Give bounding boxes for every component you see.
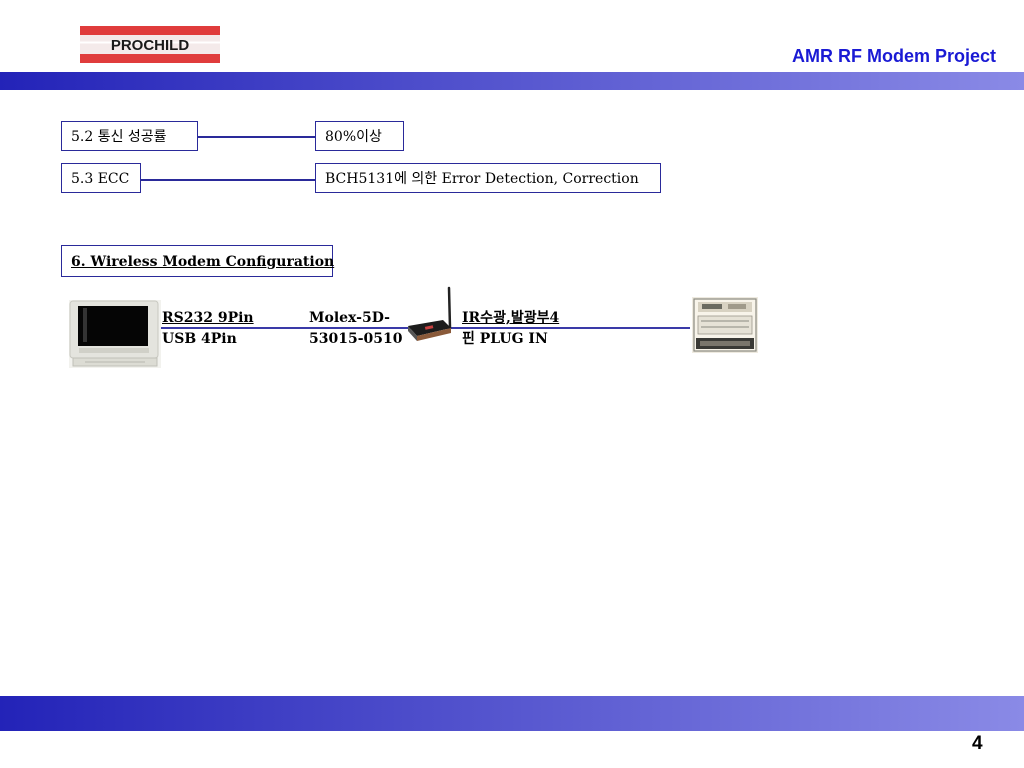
connector-label-ir: IR수광,발광부4 핀 PLUG IN [462, 308, 559, 350]
connector-label-line: IR수광,발광부4 [462, 310, 560, 326]
connector-label-line: 53015-0510 [309, 331, 403, 347]
connector-label-line: Molex-5D- [309, 310, 390, 326]
connector-label-line: USB 4Pin [162, 331, 237, 347]
logo-text: PROCHILD [111, 37, 190, 54]
header-band [0, 72, 1024, 90]
connector-line [141, 179, 315, 181]
page-number: 4 [972, 733, 983, 754]
spec-label-success-rate: 5.2 통신 성공률 [61, 121, 198, 151]
spec-value-success-rate: 80%이상 [315, 121, 404, 151]
connector-line [198, 136, 315, 138]
spec-value-ecc: BCH5131에 의한 Error Detection, Correction [315, 163, 661, 193]
footer-band [0, 696, 1024, 731]
section-heading: 6. Wireless Modem Configuration [61, 245, 334, 277]
connector-label-line: RS232 9Pin [162, 310, 254, 326]
prochild-logo: PROCHILD [80, 26, 220, 63]
connector-label-molex: Molex-5D- 53015-0510 [309, 308, 402, 350]
electricity-meter-icon [692, 297, 758, 353]
spec-label-ecc: 5.3 ECC [61, 163, 141, 193]
presentation-title: AMR RF Modem Project [791, 46, 996, 66]
computer-monitor-icon [69, 300, 161, 368]
connector-label-line: 핀 PLUG IN [462, 331, 548, 347]
rf-modem-antenna-icon [408, 286, 452, 341]
connector-label-pc: RS232 9Pin USB 4Pin [162, 308, 254, 350]
